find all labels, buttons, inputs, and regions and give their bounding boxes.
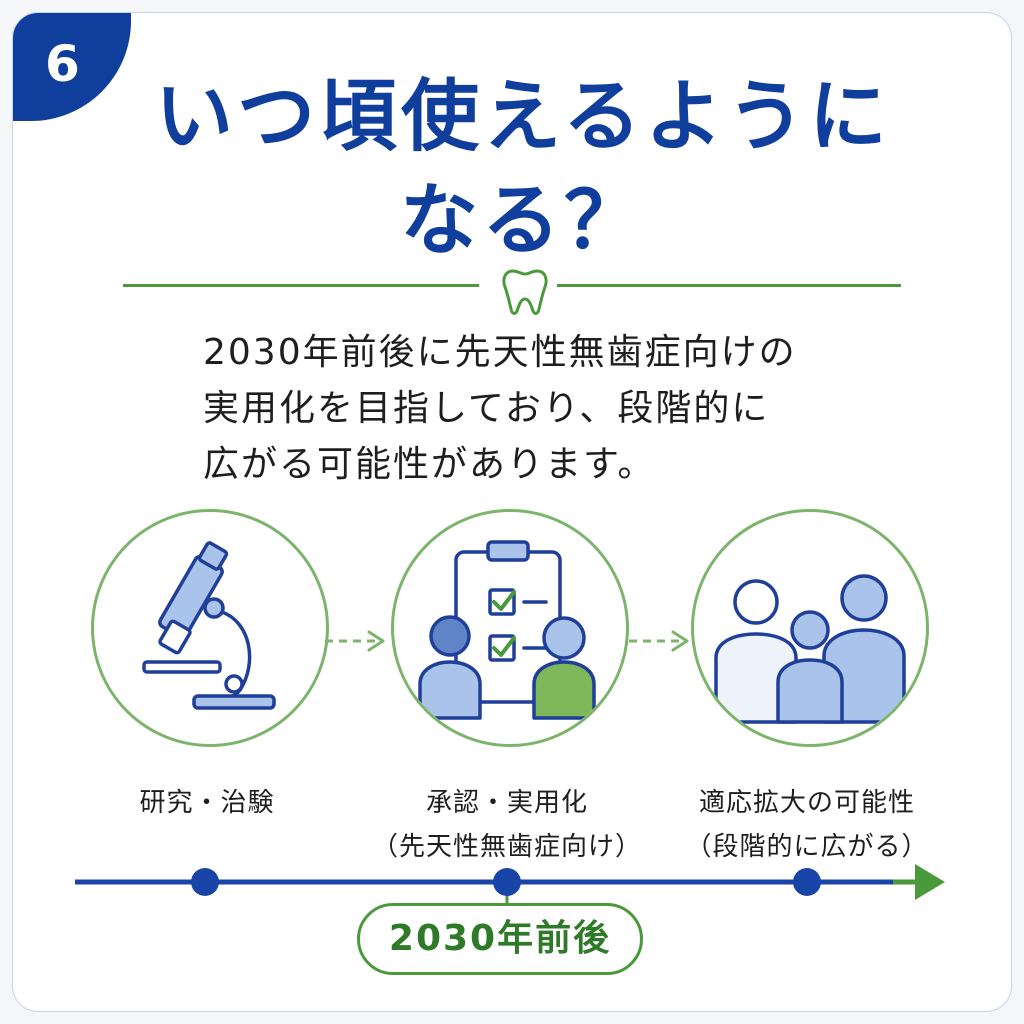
timeline-dot-approval [493, 868, 521, 896]
step-research-circle [91, 509, 329, 747]
step-approval-label: 承認・実用化 （先天性無歯症向け） [347, 781, 667, 869]
step-approval-circle [391, 509, 629, 747]
description-line-2: 実用化を目指しており、段階的に [203, 388, 770, 429]
step-research-label: 研究・治験 [47, 781, 367, 825]
page-title: いつ頃使えるように なる？ [73, 65, 973, 273]
description-line-3: 広がる可能性があります。 [203, 444, 656, 485]
section-number: 6 [45, 35, 80, 93]
timeline-dot-expansion [793, 868, 821, 896]
step-approval-label-line-2: （先天性無歯症向け） [371, 832, 642, 862]
step-expansion-label-line-1: 適応拡大の可能性 [698, 788, 915, 818]
arrow-right-icon [629, 630, 689, 652]
description-text: 2030年前後に先天性無歯症向けの 実用化を目指しており、段階的に 広がる可能性… [203, 325, 923, 493]
step-expansion-label-line-2: （段階的に広がる） [685, 832, 929, 862]
timeline [75, 864, 945, 906]
divider-right [557, 284, 901, 287]
year-pill: 2030年前後 [357, 903, 643, 975]
microscope-icon [142, 541, 276, 710]
section-number-badge: 6 [13, 13, 131, 121]
title-line-1: いつ頃使えるように [155, 72, 891, 162]
divider-left [123, 284, 479, 287]
title-line-2: なる？ [399, 176, 646, 266]
clipboard-checklist-people-icon [418, 540, 596, 720]
info-card: 6 いつ頃使えるように なる？ 2030年前後に先天性無歯症向けの 実用化を目指… [12, 12, 1012, 1012]
step-expansion-label: 適応拡大の可能性 （段階的に広がる） [647, 781, 967, 869]
family-group-icon [714, 574, 906, 724]
step-approval-label-line-1: 承認・実用化 [425, 788, 588, 818]
timeline-arrowhead-icon [915, 864, 945, 900]
arrow-right-icon [325, 630, 385, 652]
step-expansion-circle [691, 509, 929, 747]
description-line-1: 2030年前後に先天性無歯症向けの [203, 332, 797, 373]
step-research-label-line-1: 研究・治験 [139, 788, 275, 818]
tooth-icon [502, 269, 548, 315]
timeline-dot-research [191, 868, 219, 896]
